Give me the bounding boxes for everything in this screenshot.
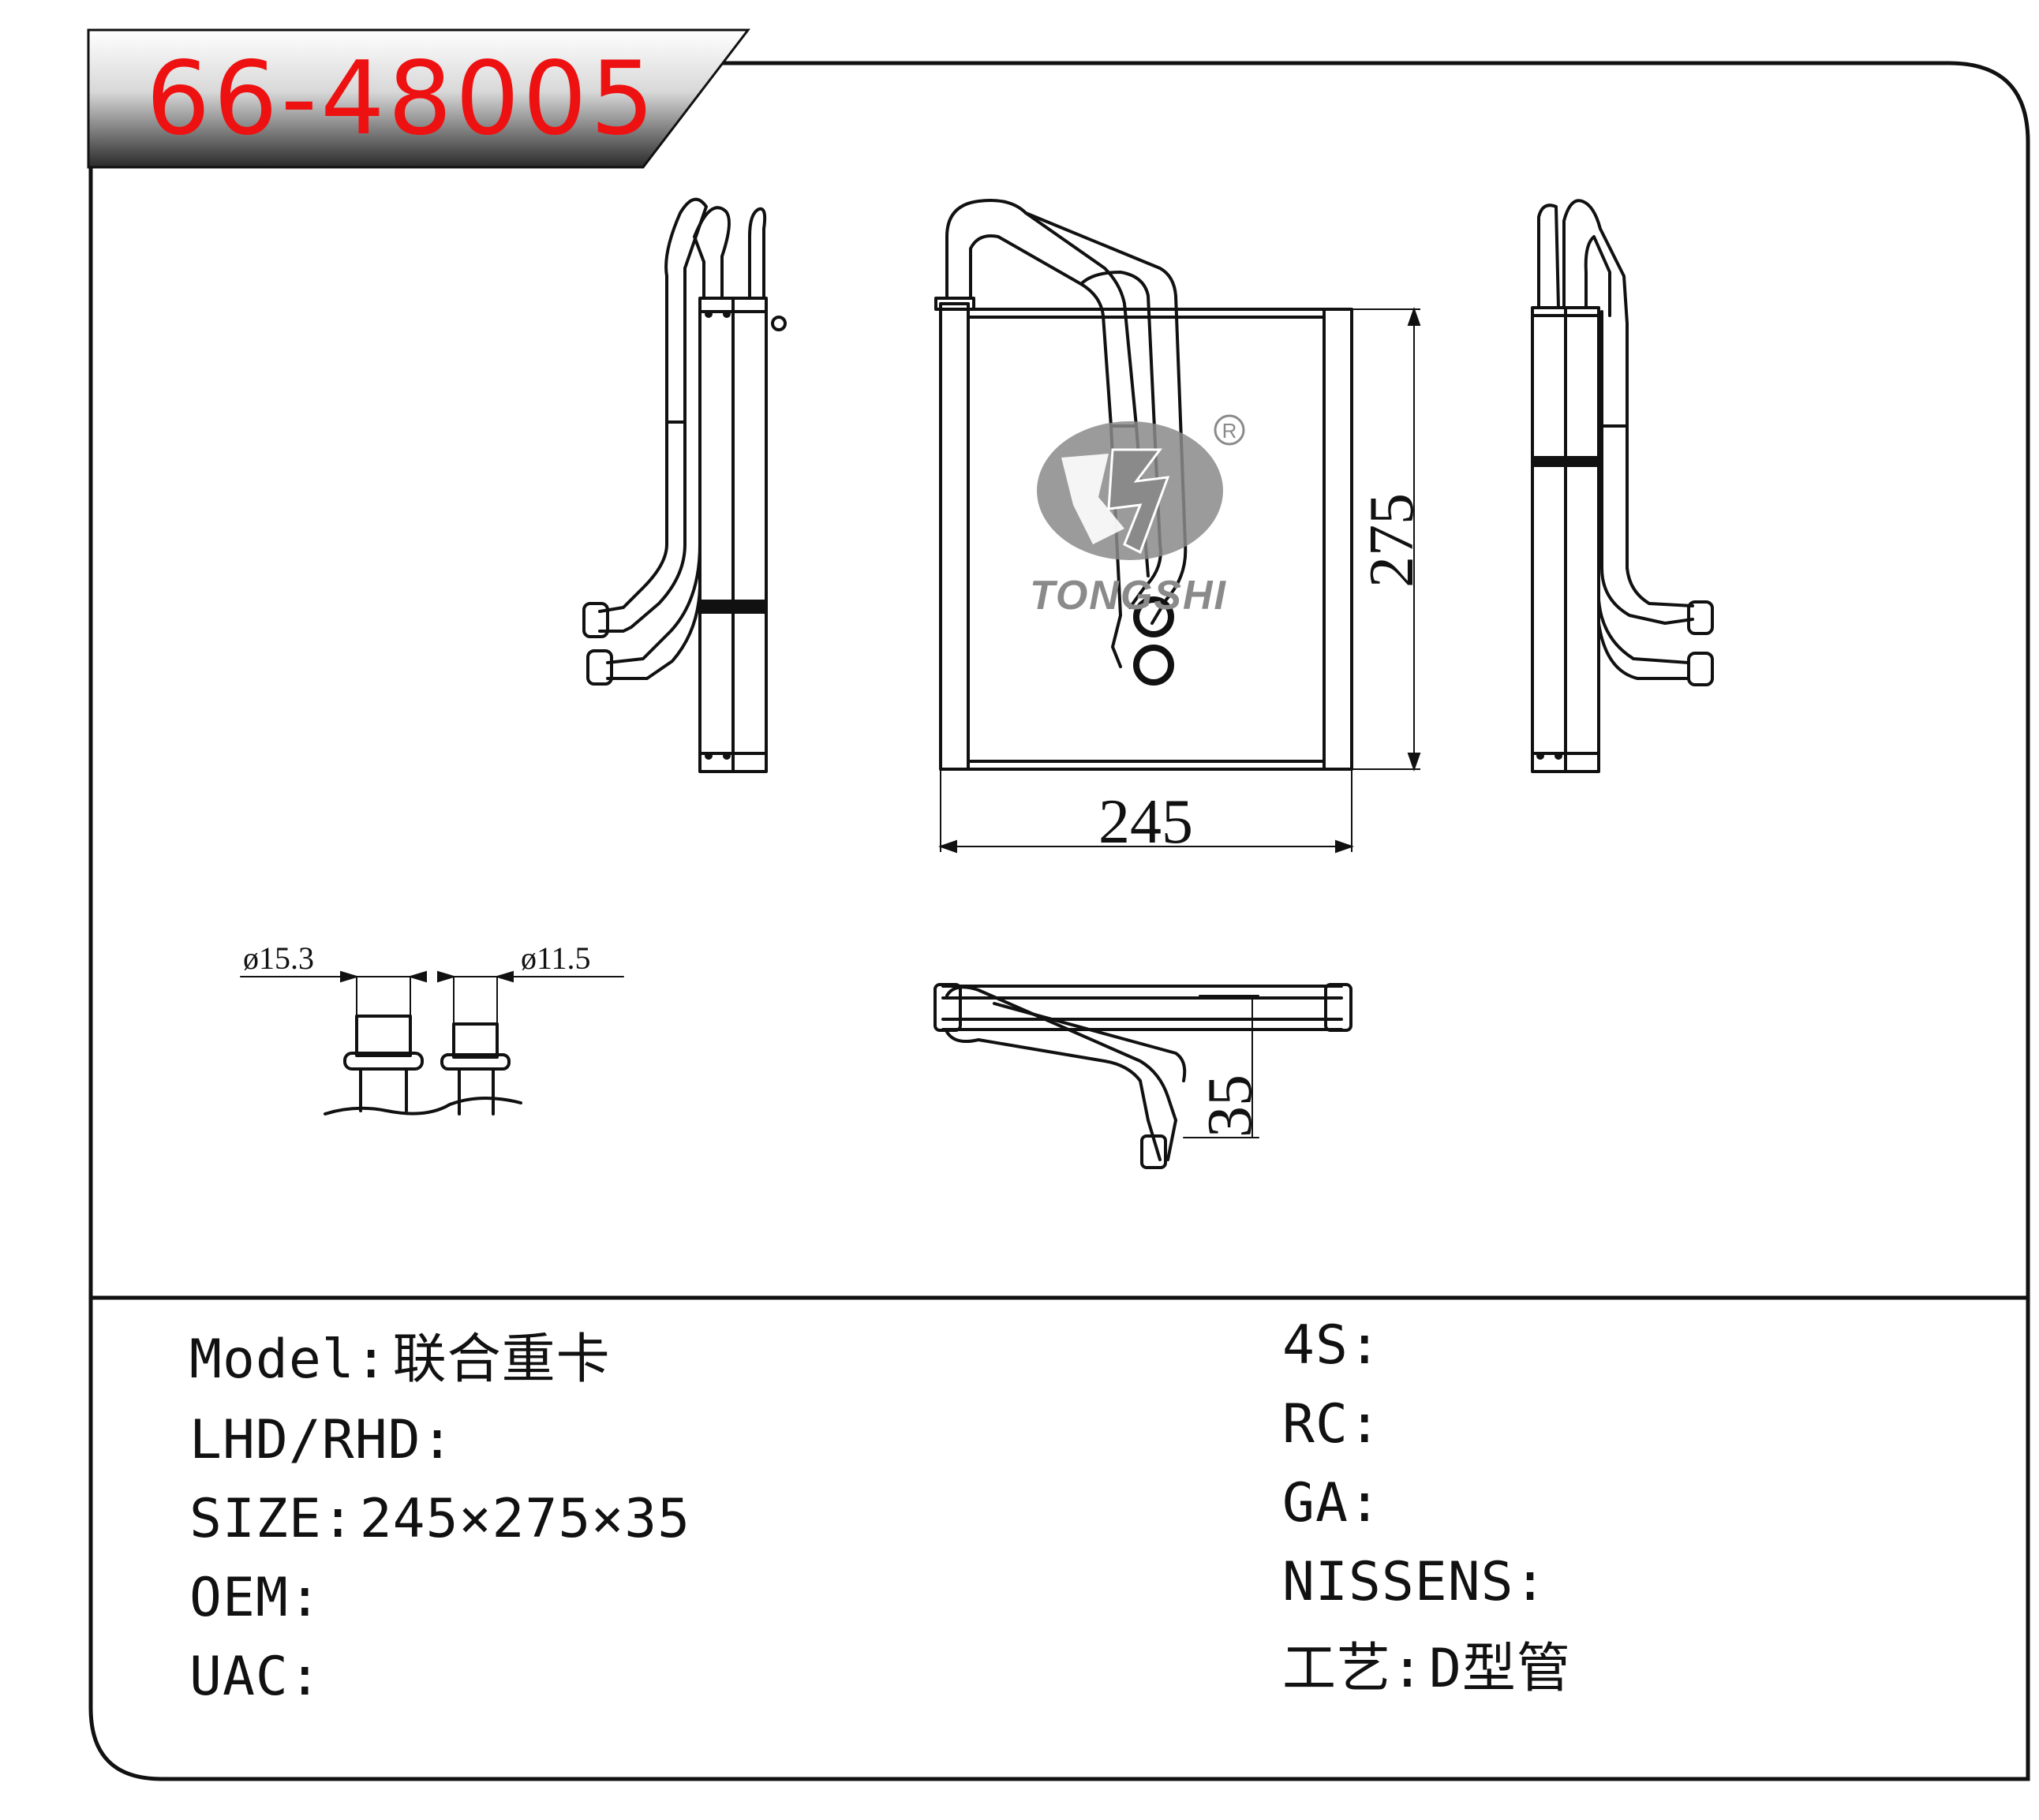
spec-label: 工艺: bbox=[1282, 1638, 1424, 1700]
spec-label: NISSENS: bbox=[1282, 1551, 1547, 1613]
outer-frame bbox=[88, 61, 2030, 1781]
pipe-fitting-detail bbox=[240, 976, 624, 1116]
spec-label: GA: bbox=[1282, 1472, 1382, 1534]
dimension-height-label: 275 bbox=[1357, 493, 1427, 588]
spec-value: 245×275×35 bbox=[359, 1488, 691, 1550]
spec-lhd-rhd: LHD/RHD: bbox=[189, 1414, 459, 1467]
spec-label: OEM: bbox=[189, 1567, 322, 1629]
spec-nissens: NISSENS: bbox=[1282, 1556, 1552, 1609]
brand-watermark bbox=[1037, 414, 1245, 560]
spec-label: UAC: bbox=[189, 1646, 322, 1708]
spec-label: 4S: bbox=[1282, 1314, 1382, 1377]
part-number-title: 66-48005 bbox=[146, 40, 658, 158]
spec-uac: UAC: bbox=[189, 1650, 327, 1704]
spec-4s: 4S: bbox=[1282, 1319, 1386, 1373]
dimension-lines bbox=[340, 306, 1421, 983]
spec-label: SIZE: bbox=[189, 1488, 355, 1550]
spec-model: Model:联合重卡 bbox=[189, 1333, 611, 1387]
spec-label: RC: bbox=[1282, 1393, 1382, 1456]
brand-watermark-text: TONGSHI bbox=[1030, 573, 1227, 619]
spec-oem: OEM: bbox=[189, 1571, 327, 1625]
spec-rc: RC: bbox=[1282, 1398, 1386, 1452]
side-view-left bbox=[582, 197, 787, 773]
title-tab bbox=[87, 28, 751, 169]
pipe-outlet-diameter-label: ø15.3 bbox=[243, 940, 314, 976]
registered-mark: R bbox=[1222, 419, 1237, 443]
spec-process: 工艺:D型管 bbox=[1282, 1642, 1571, 1696]
spec-label: Model: bbox=[189, 1329, 388, 1391]
dimension-width-label: 245 bbox=[1098, 787, 1193, 857]
spec-ga: GA: bbox=[1282, 1477, 1386, 1530]
spec-value: D型管 bbox=[1428, 1638, 1571, 1700]
spec-value: 联合重卡 bbox=[392, 1329, 611, 1391]
dimension-depth-label: 35 bbox=[1195, 1074, 1265, 1138]
top-view bbox=[933, 983, 1352, 1169]
spec-label: LHD/RHD: bbox=[189, 1409, 455, 1471]
pipe-inlet-diameter-label: ø11.5 bbox=[521, 940, 591, 976]
side-view-right bbox=[1531, 199, 1714, 773]
spec-size: SIZE:245×275×35 bbox=[189, 1493, 690, 1546]
